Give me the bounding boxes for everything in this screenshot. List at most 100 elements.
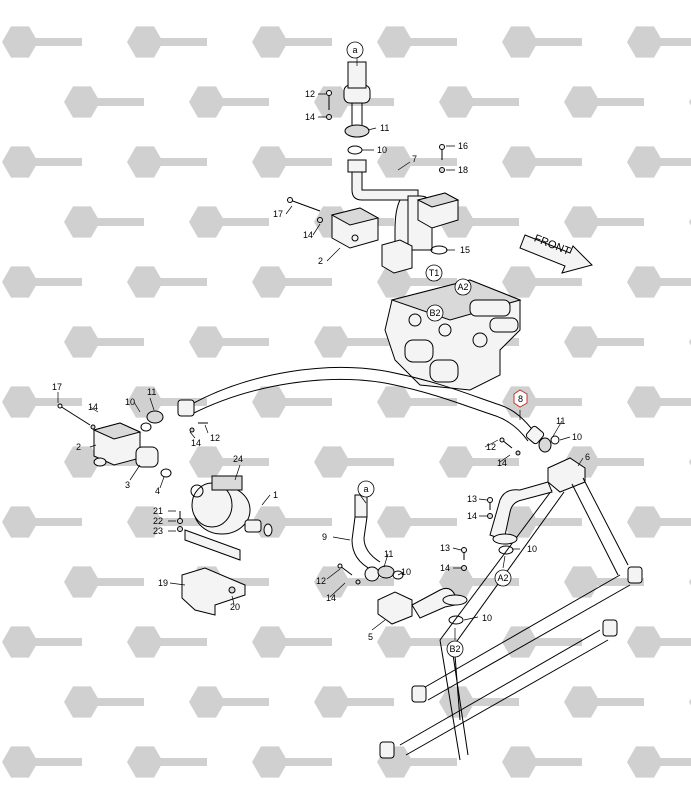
watermark-band — [574, 338, 644, 346]
watermark-tile — [2, 626, 82, 658]
watermark-tile — [127, 746, 207, 778]
watermark-tile — [564, 566, 644, 598]
control-valve-block — [384, 279, 522, 391]
callout-13-b: 13 — [440, 543, 450, 553]
callout-16: 16 — [458, 141, 468, 151]
front-arrow: FRONT — [519, 232, 593, 274]
watermark-band — [199, 218, 269, 226]
svg-text:a: a — [363, 484, 368, 494]
lower-pipe-frame — [377, 457, 643, 761]
watermark-band — [137, 758, 207, 766]
watermark-band — [637, 38, 691, 46]
callout-6: 6 — [585, 452, 590, 462]
watermark-tile — [502, 266, 582, 298]
watermark-band — [12, 278, 82, 286]
callout-10-bottom: 10 — [482, 613, 492, 623]
watermark-tile — [627, 626, 691, 658]
watermark-tile — [439, 686, 519, 718]
watermark-tile — [314, 326, 394, 358]
watermark-tile — [64, 206, 144, 238]
watermark-band — [137, 38, 207, 46]
watermark-band — [512, 158, 582, 166]
watermark-tile — [439, 446, 519, 478]
callout-14-a: 14 — [467, 511, 477, 521]
ref-circle-a2-top: A2 — [454, 278, 472, 296]
left-valve-block — [57, 403, 208, 478]
watermark-tile — [377, 146, 457, 178]
watermark-tile — [127, 626, 207, 658]
watermark-band — [387, 278, 457, 286]
watermark-tile — [564, 326, 644, 358]
watermark-band — [387, 518, 457, 526]
callout-14-leftb: 14 — [191, 438, 201, 448]
watermark-band — [449, 578, 519, 586]
callout-11-left: 11 — [147, 387, 156, 397]
callout-14-b: 14 — [440, 563, 450, 573]
watermark-band — [512, 638, 582, 646]
circle-labels: a a T1 A2 B2 A2 B2 — [346, 41, 512, 658]
callout-10-right: 10 — [572, 432, 582, 442]
watermark-tile — [377, 506, 457, 538]
watermark-band — [512, 758, 582, 766]
watermark-band — [387, 758, 457, 766]
watermark-band — [449, 98, 519, 106]
watermark-band — [324, 338, 394, 346]
watermark-band — [137, 278, 207, 286]
watermark-band — [74, 698, 144, 706]
callout-20: 20 — [230, 602, 240, 612]
watermark-band — [137, 158, 207, 166]
watermark-tile — [627, 746, 691, 778]
callout-14-top: 14 — [305, 112, 315, 122]
watermark-band — [199, 338, 269, 346]
callout-5: 5 — [368, 632, 373, 642]
watermark-tile — [627, 146, 691, 178]
svg-text:B2: B2 — [449, 644, 460, 654]
hose-end-fittings — [499, 435, 560, 456]
watermark-tile — [127, 146, 207, 178]
callout-18: 18 — [458, 165, 468, 175]
watermark-band — [637, 638, 691, 646]
watermark-tile — [64, 686, 144, 718]
callout-4: 4 — [155, 486, 160, 496]
watermark-band — [262, 158, 332, 166]
svg-text:A2: A2 — [497, 573, 508, 583]
upper-valve-assembly — [287, 61, 460, 274]
svg-text:T1: T1 — [429, 268, 440, 278]
watermark-band — [387, 38, 457, 46]
watermark-band — [199, 458, 269, 466]
watermark-tile — [377, 266, 457, 298]
watermark-band — [262, 38, 332, 46]
ref-circle-b2-top: B2 — [426, 304, 444, 322]
watermark-band — [449, 218, 519, 226]
watermark-tile — [2, 266, 82, 298]
callout-13-a: 13 — [467, 494, 477, 504]
watermark-band — [74, 218, 144, 226]
watermark-band — [387, 398, 457, 406]
watermark-tile — [377, 626, 457, 658]
watermark-band — [387, 158, 457, 166]
highlighted-callout-8: 8 — [513, 389, 528, 408]
watermark-tile — [252, 746, 332, 778]
watermark-tile — [502, 26, 582, 58]
watermark-tile — [127, 506, 207, 538]
watermark-band — [137, 518, 207, 526]
ref-circle-t1: T1 — [425, 264, 443, 282]
watermark-tile — [252, 26, 332, 58]
callout-7: 7 — [412, 154, 417, 164]
watermark-band — [12, 638, 82, 646]
watermark-band — [12, 38, 82, 46]
watermark-tile — [627, 386, 691, 418]
callout-17-top: 17 — [273, 209, 283, 219]
ref-circle-a-top: a — [346, 41, 364, 59]
watermark-tile — [564, 86, 644, 118]
watermark-band — [449, 458, 519, 466]
watermark-tile — [502, 146, 582, 178]
watermark-band — [74, 578, 144, 586]
watermark-band — [637, 758, 691, 766]
callout-15: 15 — [460, 245, 470, 255]
watermark-tile — [627, 266, 691, 298]
watermark-tile — [2, 386, 82, 418]
callout-19: 19 — [158, 578, 168, 588]
watermark-tile — [564, 686, 644, 718]
watermark-band — [199, 698, 269, 706]
